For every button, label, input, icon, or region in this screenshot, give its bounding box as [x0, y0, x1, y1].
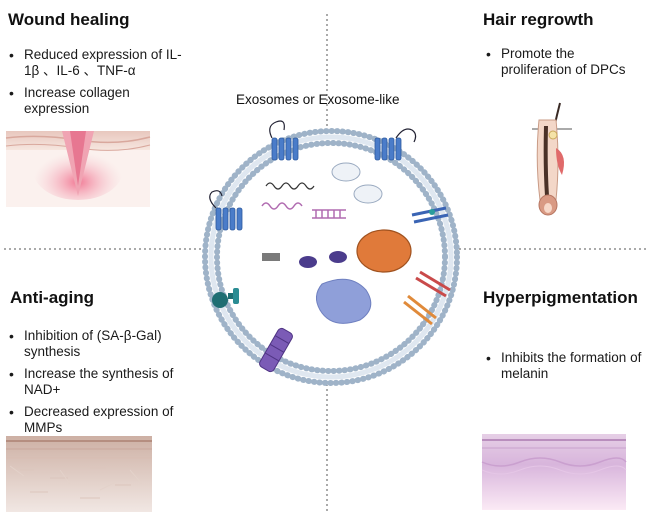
aged-skin-icon — [6, 436, 152, 512]
list-item: Reduced expression of IL-1β 、IL-6 、TNF-α — [6, 47, 186, 79]
wound-healing-list: Reduced expression of IL-1β 、IL-6 、TNF-α… — [6, 47, 186, 123]
hair-regrowth-list: Promote the proliferation of DPCs — [483, 46, 643, 84]
hair-regrowth-title: Hair regrowth — [483, 10, 594, 29]
exosome-vesicle-icon — [202, 120, 460, 386]
anti-aging-title: Anti-aging — [10, 288, 95, 307]
list-item: Increase collagen expression — [6, 85, 186, 117]
anti-aging-list: Inhibition of (SA-β-Gal) synthesis Incre… — [6, 328, 191, 442]
list-item: Decreased expression of MMPs — [6, 404, 191, 436]
hyperpigmentation-list: Inhibits the formation of melanin — [483, 350, 648, 388]
list-item: Inhibition of (SA-β-Gal) synthesis — [6, 328, 191, 360]
skin-wound-icon — [5, 131, 151, 207]
list-item: Promote the proliferation of DPCs — [483, 46, 643, 78]
exosome-label: Exosomes or Exosome-like — [236, 92, 400, 107]
pigmented-skin-icon — [481, 434, 627, 510]
list-item: Inhibits the formation of melanin — [483, 350, 648, 382]
hair-follicle-icon — [532, 102, 572, 216]
hyperpigmentation-title: Hyperpigmentation — [483, 288, 638, 307]
list-item: Increase the synthesis of NAD+ — [6, 366, 191, 398]
wound-healing-title: Wound healing — [8, 10, 130, 29]
